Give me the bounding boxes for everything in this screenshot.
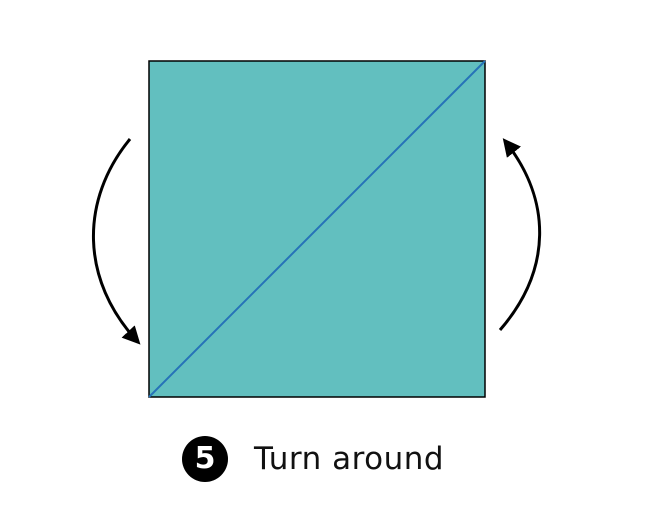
diagonal-crease-line	[148, 60, 486, 398]
step-caption: Turn around	[254, 441, 445, 477]
step-number-badge: 5	[182, 436, 228, 482]
turn-over-arrow-left-icon	[92, 138, 141, 345]
turn-over-arrow-right-icon	[498, 138, 542, 331]
step-instruction: 5 Turn around	[182, 435, 444, 483]
